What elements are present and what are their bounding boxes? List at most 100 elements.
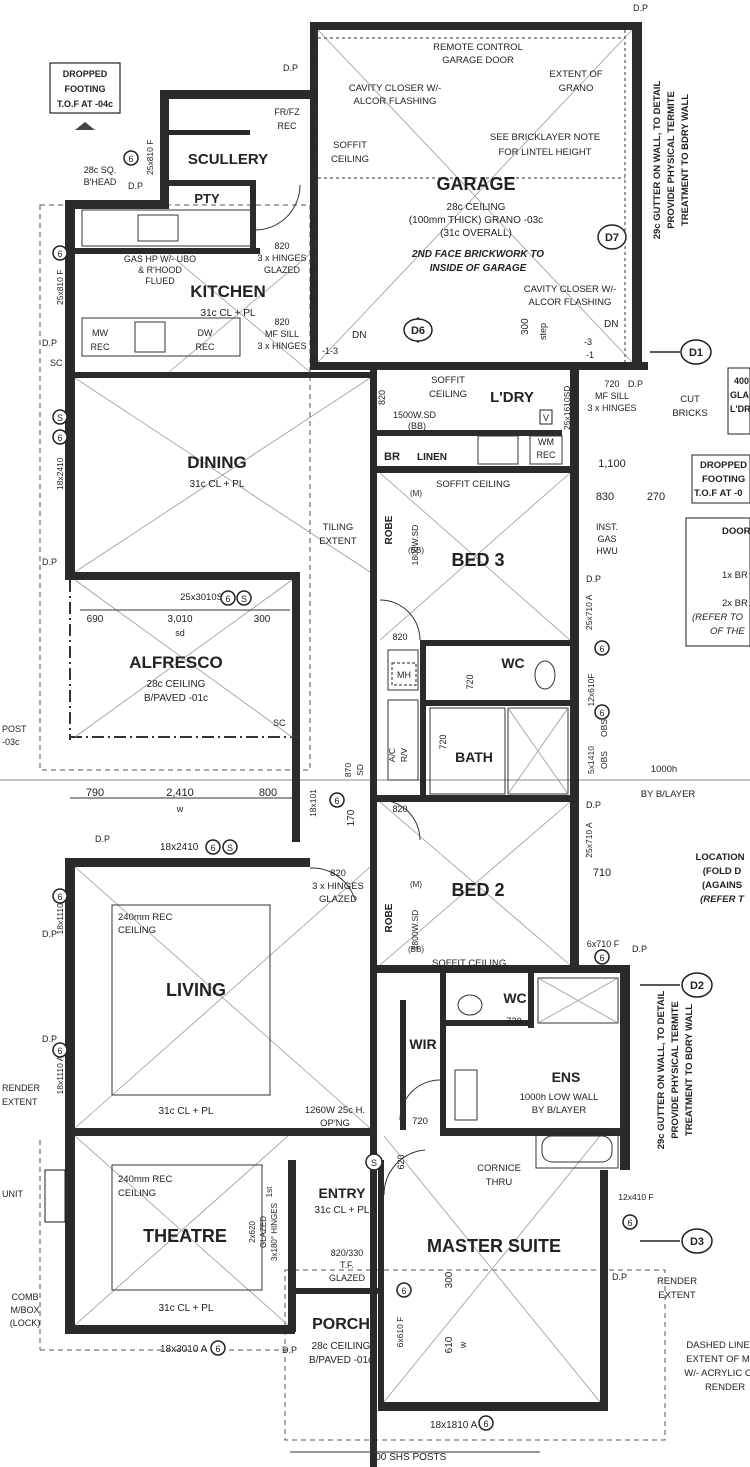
svg-text:WM: WM <box>538 437 554 447</box>
tag-six-5: 6 <box>594 640 610 656</box>
svg-text:29c GUTTER ON WALL, TO DETAIL: 29c GUTTER ON WALL, TO DETAIL <box>656 991 667 1150</box>
svg-text:870: 870 <box>343 763 353 777</box>
svg-text:DOOR: DOOR <box>722 526 750 537</box>
svg-text:CEILING: CEILING <box>429 389 467 400</box>
tag-d2: D2 <box>640 972 713 998</box>
svg-text:720: 720 <box>506 1016 521 1026</box>
svg-text:3 x HINGES: 3 x HINGES <box>312 881 364 892</box>
svg-text:3 x HINGES: 3 x HINGES <box>587 403 636 413</box>
svg-text:820/330: 820/330 <box>331 1248 364 1258</box>
svg-text:240mm REC: 240mm REC <box>118 1174 173 1185</box>
svg-text:R/V: R/V <box>399 748 409 763</box>
svg-text:-3: -3 <box>584 337 592 347</box>
svg-text:D7: D7 <box>605 232 619 244</box>
note-dp-e: D.P <box>95 834 110 844</box>
tag-s-2: S <box>236 590 252 606</box>
svg-text:TREATMENT TO BDRY WALL: TREATMENT TO BDRY WALL <box>684 1004 695 1136</box>
tag-six-7: 6 <box>329 792 345 808</box>
tag-d7: D7 <box>597 224 627 250</box>
svg-text:CAVITY CLOSER W/-: CAVITY CLOSER W/- <box>524 284 617 295</box>
tag-six-8: 6 <box>205 839 221 855</box>
svg-text:SOFFIT: SOFFIT <box>333 140 367 151</box>
svg-text:25x710 A: 25x710 A <box>584 822 594 858</box>
svg-text:2x620: 2x620 <box>248 1221 257 1243</box>
svg-text:S: S <box>371 1158 377 1168</box>
svg-text:OP'NG: OP'NG <box>320 1118 350 1129</box>
svg-text:FOOTING: FOOTING <box>702 474 745 485</box>
svg-text:T.O.F AT -0: T.O.F AT -0 <box>694 488 743 499</box>
svg-text:D6: D6 <box>411 325 425 337</box>
svg-text:FR/FZ: FR/FZ <box>274 107 300 117</box>
svg-text:(REFER T: (REFER T <box>700 894 745 905</box>
svg-text:HWU: HWU <box>596 546 618 556</box>
svg-text:6: 6 <box>57 433 62 443</box>
svg-text:OBS: OBS <box>599 751 609 769</box>
svg-text:EXTENT: EXTENT <box>319 536 357 547</box>
room-porch: PORCH <box>312 1316 370 1333</box>
svg-text:REMOTE CONTROL: REMOTE CONTROL <box>433 42 523 53</box>
svg-text:GLAZED: GLAZED <box>329 1273 366 1283</box>
svg-text:18x101: 18x101 <box>308 789 318 817</box>
room-wc: WC <box>501 655 524 671</box>
svg-text:28c CEILING: 28c CEILING <box>312 1341 371 1352</box>
svg-text:31c CL + PL: 31c CL + PL <box>159 1303 214 1314</box>
svg-text:25x710 A: 25x710 A <box>584 594 594 630</box>
svg-text:6: 6 <box>57 249 62 259</box>
svg-text:(AGAINS: (AGAINS <box>702 880 742 891</box>
svg-text:& R'HOOD: & R'HOOD <box>138 265 182 275</box>
svg-text:A/C: A/C <box>387 748 397 762</box>
svg-text:6: 6 <box>225 594 230 604</box>
svg-text:12x410 F: 12x410 F <box>618 1192 653 1202</box>
svg-text:170: 170 <box>346 809 357 826</box>
tag-s-4: S <box>365 1153 383 1171</box>
house-walls <box>60 90 630 1467</box>
svg-text:LOCATION: LOCATION <box>696 852 745 863</box>
svg-text:3,010: 3,010 <box>167 614 192 625</box>
room-master: MASTER SUITE <box>427 1236 561 1256</box>
svg-text:31c CL + PL: 31c CL + PL <box>315 1205 370 1216</box>
svg-text:820: 820 <box>392 804 407 814</box>
svg-text:SOFFIT: SOFFIT <box>431 375 465 386</box>
svg-text:720: 720 <box>604 379 619 389</box>
svg-text:1000h LOW WALL: 1000h LOW WALL <box>520 1092 599 1103</box>
svg-text:CEILING: CEILING <box>331 154 369 165</box>
note-dropped-3: T.O.F AT -04c <box>57 99 113 109</box>
svg-text:6: 6 <box>215 1344 220 1354</box>
room-ldry: L'DRY <box>490 389 534 406</box>
svg-text:(BB): (BB) <box>408 421 426 431</box>
svg-text:GAS: GAS <box>597 534 616 544</box>
svg-text:S: S <box>57 413 63 423</box>
svg-text:OF THE: OF THE <box>710 626 745 637</box>
svg-text:GRANO: GRANO <box>559 83 594 94</box>
living-ceiling-box <box>111 904 271 1096</box>
door-swings <box>254 184 441 1196</box>
room-bed3: BED 3 <box>451 550 504 570</box>
svg-text:W/- ACRYLIC C: W/- ACRYLIC C <box>684 1368 750 1379</box>
note-dp-m: D.P <box>628 379 643 389</box>
svg-text:L'DR: L'DR <box>730 404 750 414</box>
svg-text:6: 6 <box>599 708 604 718</box>
svg-text:300: 300 <box>254 614 271 625</box>
svg-text:BR: BR <box>384 451 400 463</box>
tag-six-9: 6 <box>594 949 610 965</box>
svg-text:6: 6 <box>334 796 339 806</box>
svg-text:31c CL + PL: 31c CL + PL <box>190 479 245 490</box>
svg-text:6: 6 <box>57 892 62 902</box>
svg-text:3 x HINGES: 3 x HINGES <box>257 253 306 263</box>
svg-text:B'HEAD: B'HEAD <box>84 177 117 187</box>
svg-text:790: 790 <box>86 787 104 799</box>
svg-text:MH: MH <box>397 670 411 680</box>
svg-text:270: 270 <box>647 491 665 503</box>
svg-text:(BB): (BB) <box>408 546 424 555</box>
svg-text:TREATMENT TO BDRY WALL: TREATMENT TO BDRY WALL <box>680 94 691 226</box>
svg-text:300: 300 <box>520 318 531 335</box>
room-dining: DINING <box>187 453 247 472</box>
tag-six-11: 6 <box>52 1042 68 1058</box>
svg-text:CEILING: CEILING <box>118 1188 156 1199</box>
svg-text:T.F.: T.F. <box>340 1260 354 1270</box>
svg-text:MF SILL: MF SILL <box>265 329 299 339</box>
svg-text:3x180° HINGES: 3x180° HINGES <box>270 1203 279 1261</box>
svg-text:710: 710 <box>593 867 611 879</box>
svg-text:400: 400 <box>734 376 749 386</box>
svg-text:OBS: OBS <box>599 719 609 737</box>
